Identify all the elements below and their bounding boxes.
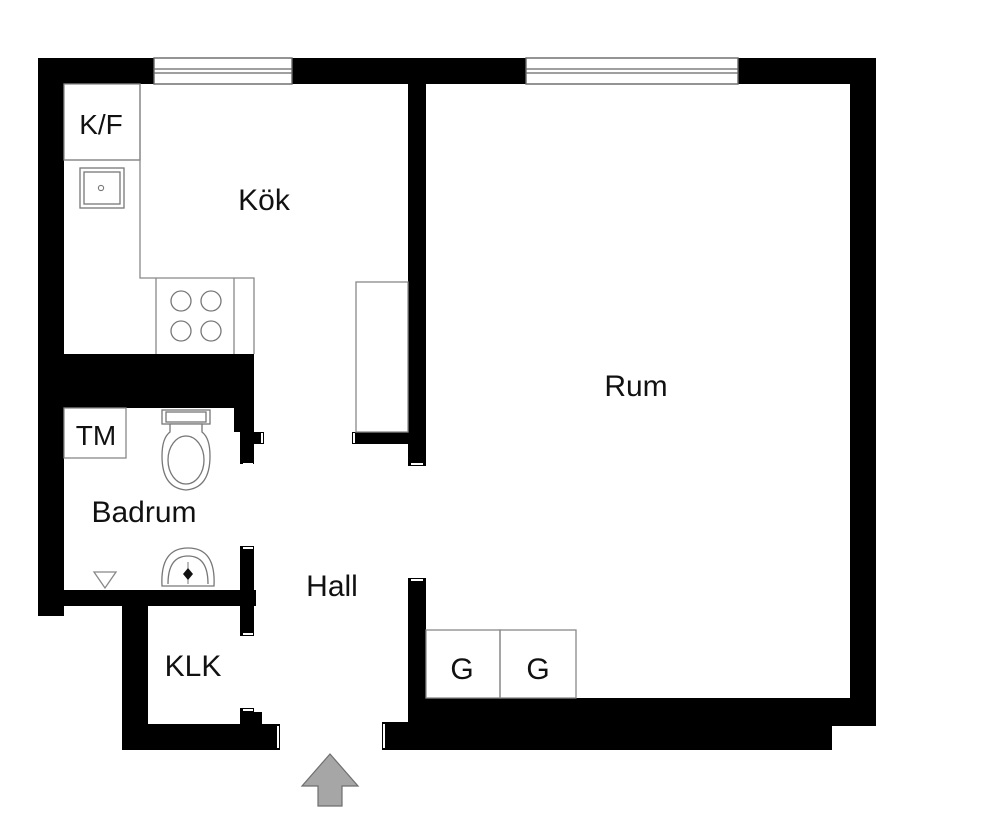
wall-kitchen-bath	[64, 354, 254, 408]
fixture-label-tm: TM	[76, 420, 116, 451]
entrance-arrow-icon	[300, 753, 360, 807]
closet-g2	[499, 629, 577, 699]
fixture-label-g2: G	[526, 653, 549, 686]
toilet-icon	[161, 409, 211, 491]
floor-drain-icon	[92, 571, 118, 590]
wall-bathroom-bottom	[38, 590, 256, 606]
room-label-hall: Hall	[306, 570, 358, 603]
washing-machine-box	[63, 407, 127, 459]
wall-klk-right-bottom	[240, 708, 254, 750]
kitchen-sink-icon	[79, 167, 125, 209]
wall-kitchen-room	[408, 84, 426, 466]
window-kitchen	[153, 57, 293, 85]
sink-icon	[161, 547, 215, 587]
room-label-kok: Kök	[238, 184, 291, 217]
walls	[38, 58, 876, 750]
wall-bath-right-bottom	[240, 546, 254, 636]
wall-right	[850, 58, 876, 726]
stove-icon	[170, 290, 222, 342]
wall-bath-right-top	[240, 408, 254, 464]
wall-klk-right-jamb	[254, 712, 262, 724]
window-room	[525, 57, 739, 85]
room-label-rum: Rum	[604, 370, 667, 403]
room-label-badrum: Badrum	[91, 496, 196, 529]
wall-bath-right-top-jamb	[254, 432, 264, 444]
wall-top-mid	[292, 58, 526, 84]
wall-caps	[243, 433, 423, 748]
fixture-label-kf: K/F	[79, 109, 123, 140]
wall-hall-room	[408, 578, 426, 708]
fixture-label-g1: G	[450, 653, 473, 686]
wardrobe-cabinet	[355, 281, 409, 433]
wall-kitchen-room-jamb	[352, 432, 408, 444]
wall-bottom-right-upper	[408, 698, 876, 726]
wall-klk-left	[122, 590, 148, 750]
wall-left	[38, 58, 64, 616]
room-label-klk: KLK	[165, 650, 222, 683]
fridge-freezer-box	[63, 83, 141, 161]
wall-bottom-right-lower	[382, 722, 832, 750]
